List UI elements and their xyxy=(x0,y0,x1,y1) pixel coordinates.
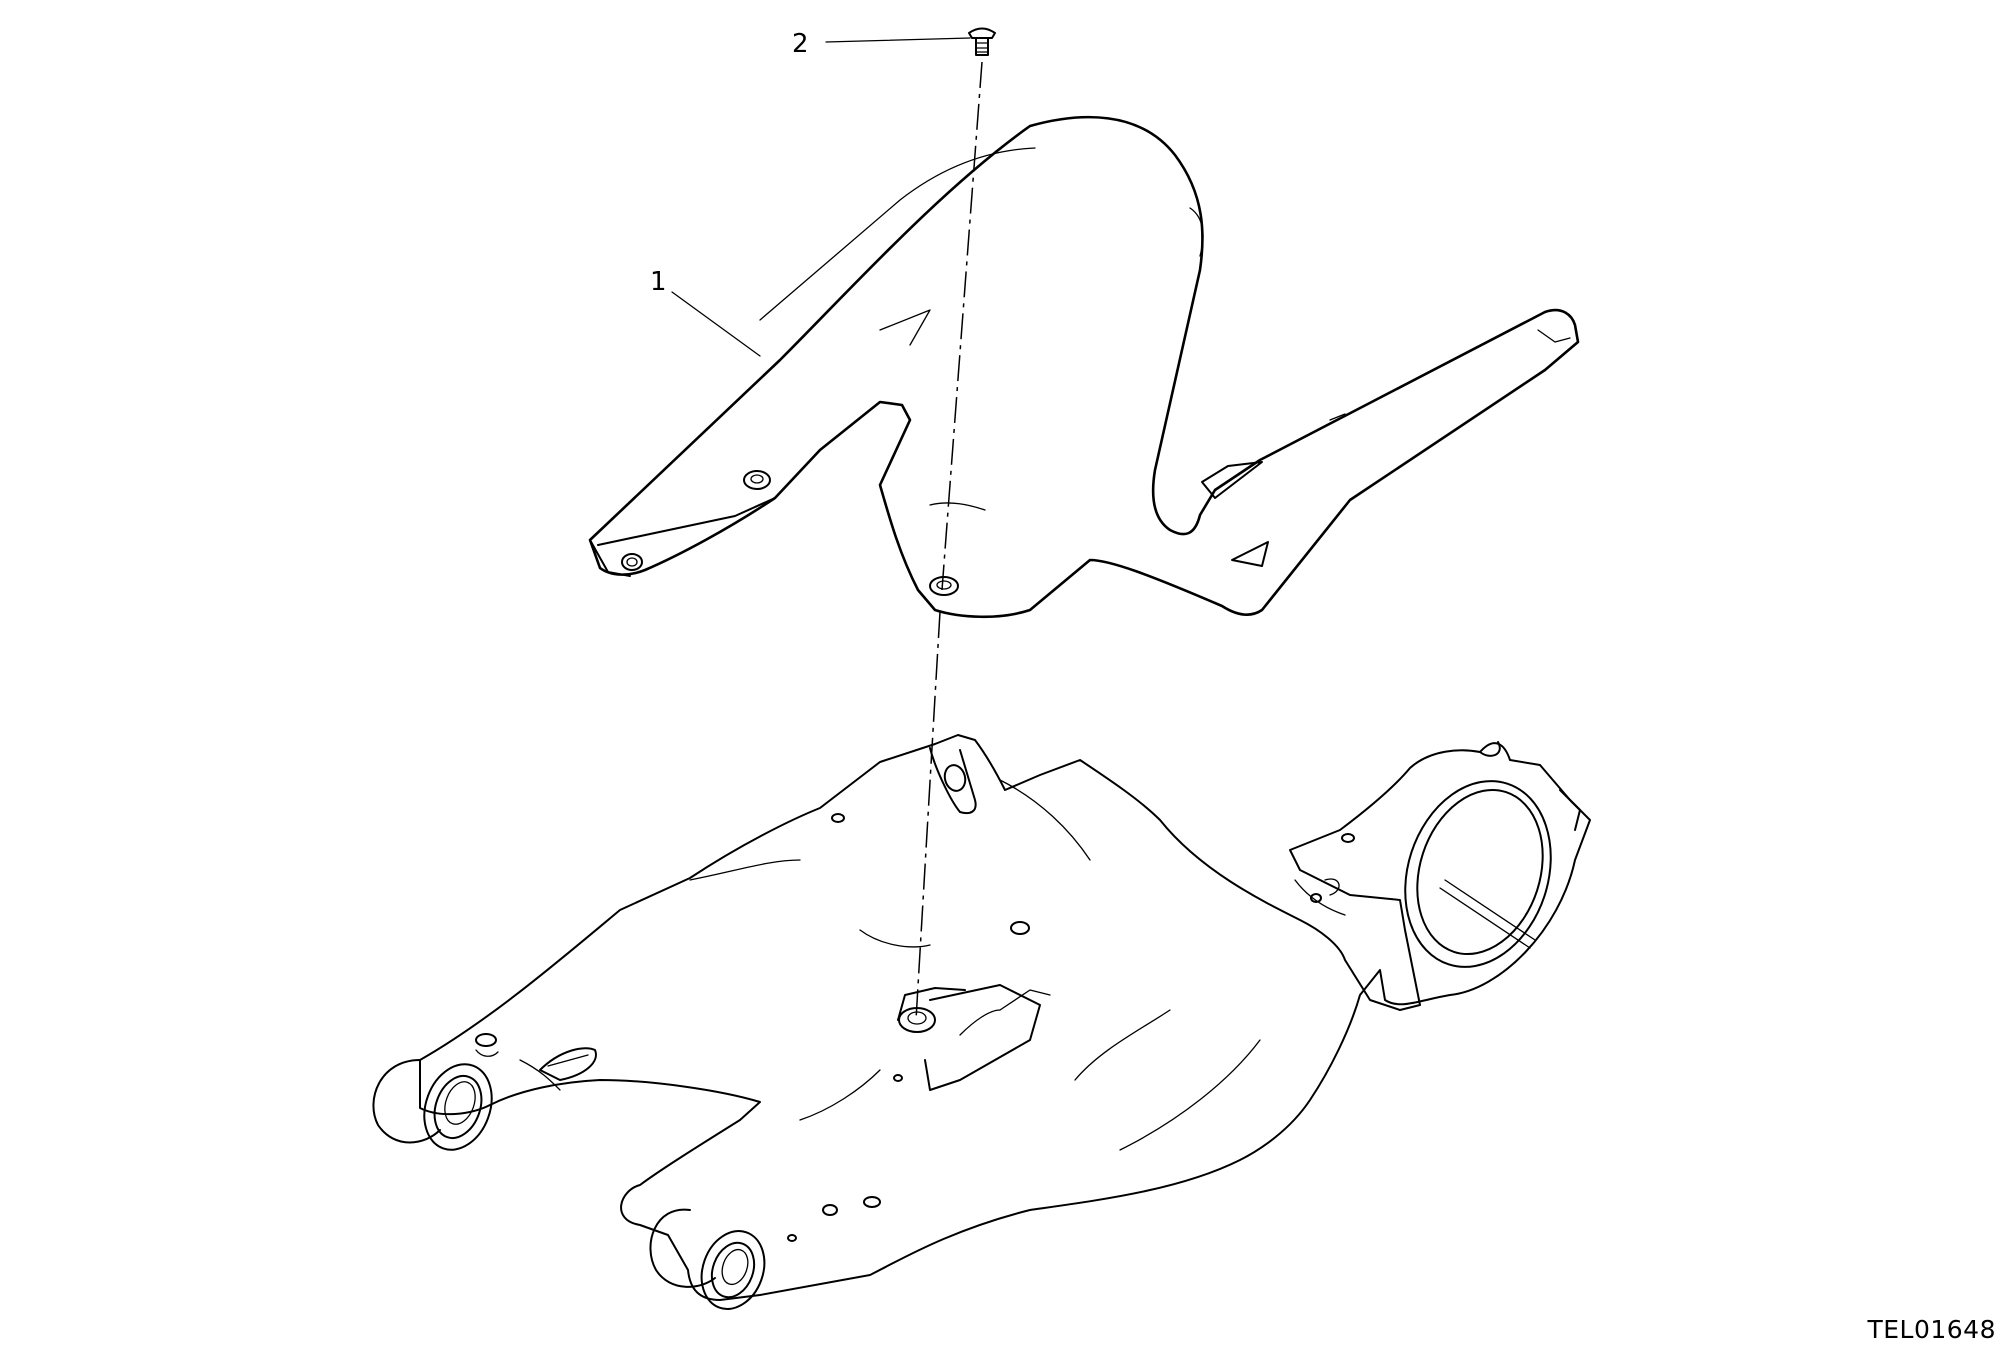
leader-line-2 xyxy=(825,37,971,43)
screw-part xyxy=(968,27,996,56)
chain-guard-part xyxy=(588,115,1580,619)
drawing-code: TEL01648 xyxy=(1867,1315,1996,1344)
assembly-axis-line xyxy=(915,61,983,1021)
callout-1: 1 xyxy=(650,267,761,357)
callout-number-1: 1 xyxy=(650,267,667,297)
callout-2: 2 xyxy=(792,29,971,59)
callout-number-2: 2 xyxy=(792,29,809,59)
swingarm-part xyxy=(372,734,1591,1310)
leader-line-1 xyxy=(671,291,761,357)
